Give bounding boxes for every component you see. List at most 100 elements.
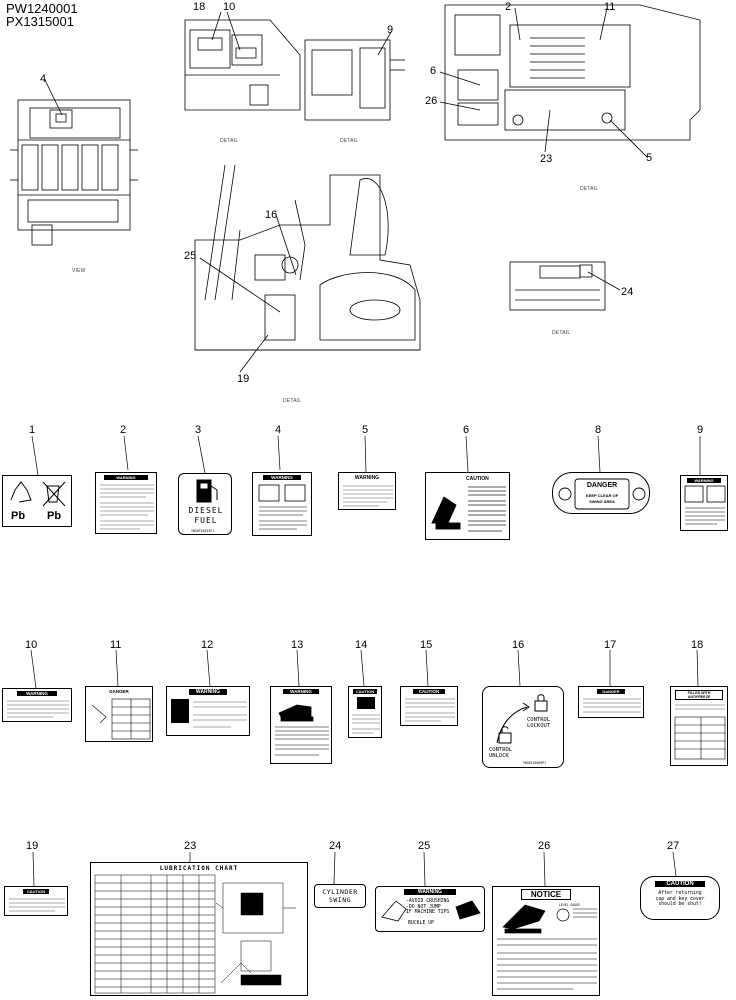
decal-12-header: WARNING	[189, 689, 227, 695]
decal-15-header: CAUTION	[413, 689, 445, 694]
decal-number-19: 19	[26, 840, 39, 852]
decal-number-5: 5	[362, 424, 369, 436]
decal-number-9: 9	[697, 424, 704, 436]
decal-9-header: WARNING	[687, 478, 721, 483]
callout-25: 25	[184, 250, 197, 262]
decal-16-code: YN50T01069P1	[523, 761, 547, 765]
decal-27-header: CAUTION	[655, 881, 705, 887]
detail-fuse-drawing	[184, 11, 301, 111]
callout-16: 16	[265, 209, 278, 221]
decal-25-warning-crushing: WARNING -AVOID CRUSHING -DO NOT JUMP IF …	[375, 886, 485, 932]
decal-number-17: 17	[604, 639, 617, 651]
detail-swing-drawing	[509, 261, 621, 311]
decal-27-text: After returning cap and key cover should…	[655, 891, 705, 908]
decal-10-header: WARNING	[17, 691, 57, 696]
decal-5-header: WARNING	[354, 475, 380, 481]
decal-11-danger: DANGER	[85, 686, 153, 742]
decal-number-6: 6	[463, 424, 470, 436]
decal-1-recycle: Pb Pb	[2, 475, 72, 527]
notice-header: NOTICE	[521, 889, 571, 900]
part-code-1: PW1240001	[6, 1, 78, 16]
decal-2-warning-text: WARNING	[95, 472, 157, 534]
part-code-2: PX1315001	[6, 14, 74, 29]
decal-9-warning: WARNING	[680, 475, 728, 531]
decal-10-warning: WARNING	[2, 688, 72, 722]
decal-8-header: DANGER	[586, 482, 618, 489]
decal-27-caution: CAUTION After returning cap and key cove…	[640, 876, 720, 920]
fuel-text: FUEL	[194, 516, 218, 525]
callout-18: 18	[193, 1, 206, 13]
decal-2-header: WARNING	[104, 475, 148, 480]
decal-24-cylinder-swing: CYLINDER SWING	[314, 884, 366, 908]
control-unlock-text: CONTROL UNLOCK	[489, 747, 513, 759]
decal-6-caution-excavator: CAUTION	[425, 472, 510, 540]
buckle-up-text: BUCKLE UP	[408, 921, 434, 926]
decal-15-caution: CAUTION	[400, 686, 458, 726]
callout-11: 11	[604, 1, 616, 13]
decal-12-warning: WARNING	[166, 686, 250, 736]
decal-17-danger: DANGER	[578, 686, 644, 718]
decal-number-15: 15	[420, 639, 433, 651]
decal-11-header: DANGER	[109, 689, 129, 694]
decal-number-12: 12	[201, 639, 214, 651]
decal-number-16: 16	[512, 639, 525, 651]
callout-9: 9	[387, 24, 394, 36]
detail-panel-drawing	[304, 31, 405, 121]
callout-23: 23	[540, 153, 553, 165]
caption-detail-4: DETAIL	[552, 330, 571, 336]
decal-8-sub2: SWING AREA	[589, 499, 615, 504]
decal-13-warning-excavator: WARNING	[270, 686, 332, 764]
caption-detail-1: DETAIL	[220, 138, 239, 144]
decal-25-header: WARNING	[404, 889, 456, 895]
decal-number-27: 27	[667, 840, 680, 852]
pb-text-2: Pb	[47, 510, 62, 522]
decal-3-code: YN50T01033P1	[191, 529, 215, 533]
callout-19: 19	[237, 373, 250, 385]
decal-19-header: CAUTION	[23, 889, 49, 894]
decal-number-4: 4	[275, 424, 282, 436]
decal-14-caution: CAUTION	[348, 686, 382, 738]
decal-13-header: WARNING	[283, 689, 319, 694]
caption-detail-5: DETAIL	[283, 398, 302, 404]
pb-text-1: Pb	[11, 510, 26, 522]
decal-number-18: 18	[691, 639, 704, 651]
decal-number-23: 23	[184, 840, 197, 852]
caption-view: VIEW	[72, 268, 86, 274]
decal-6-header: CAUTION	[466, 476, 489, 482]
decal-number-10: 10	[25, 639, 38, 651]
decal-26-notice: NOTICE LEVEL GAUGE	[492, 886, 600, 996]
avoid-crushing-text: -AVOID CRUSHING -DO NOT JUMP IF MACHINE …	[406, 899, 450, 916]
decal-17-header: DANGER	[597, 689, 625, 694]
decal-number-25: 25	[418, 840, 431, 852]
callout-24: 24	[621, 286, 634, 298]
decal-number-1: 1	[29, 424, 36, 436]
decal-number-11: 11	[110, 639, 122, 651]
callout-4: 4	[40, 73, 47, 85]
detail-engine-drawing	[439, 4, 701, 159]
decal-number-26: 26	[538, 840, 551, 852]
detail-cab-drawing	[194, 164, 421, 373]
decal-18-header: FILLED WITH ANTIFREEZE	[675, 690, 723, 700]
callout-26: 26	[425, 95, 438, 107]
callout-6: 6	[430, 65, 437, 77]
decal-number-3: 3	[195, 424, 202, 436]
lubrication-chart-title: LUBRICATION CHART	[159, 865, 239, 872]
decal-4-header: WARNING	[263, 475, 301, 480]
decal-16-control-lockout: CONTROL LOCKOUT CONTROL UNLOCK YN50T0106…	[482, 686, 564, 768]
decal-number-8: 8	[595, 424, 602, 436]
callout-10: 10	[223, 1, 236, 13]
control-valve-drawing	[10, 79, 138, 246]
decal-number-2: 2	[120, 424, 127, 436]
decal-8-sub1: KEEP CLEAR OF	[585, 493, 619, 498]
decal-number-14: 14	[355, 639, 368, 651]
decal-5-warning: WARNING	[338, 472, 396, 510]
callout-5: 5	[646, 152, 653, 164]
caption-detail-3: DETAIL	[580, 186, 599, 192]
decal-19-caution: CAUTION	[4, 886, 68, 916]
cylinder-text: CYLINDER	[322, 888, 358, 896]
decal-3-diesel-fuel: DIESEL FUEL YN50T01033P1	[178, 473, 232, 535]
level-gauge-text: LEVEL GAUGE	[559, 903, 581, 907]
callout-2: 2	[505, 1, 512, 13]
decal-18-antifreeze: FILLED WITH ANTIFREEZE	[670, 686, 728, 766]
